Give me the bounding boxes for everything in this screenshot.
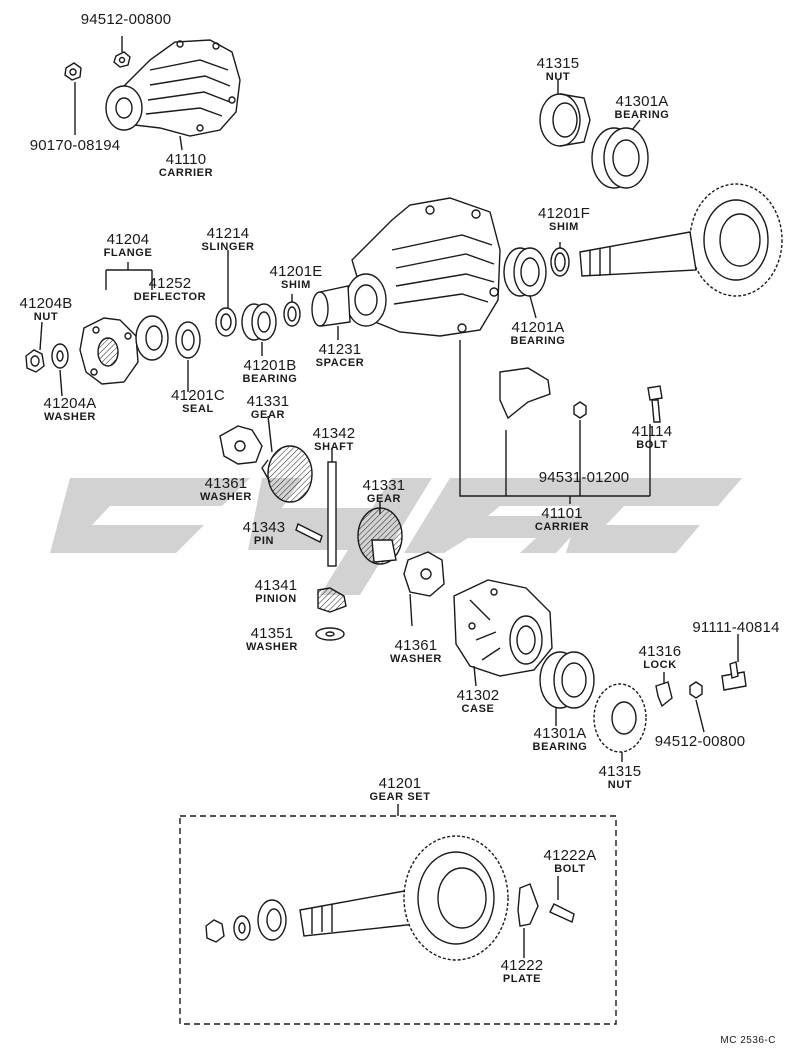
shim-41201F-drawing [550, 247, 570, 277]
nut-90170-08194-drawing [64, 62, 82, 81]
plate-41222-drawing [517, 883, 539, 927]
bearing-41301A-low-drawing [539, 651, 595, 709]
spacer-41231-drawing [311, 285, 351, 327]
shaft-41342-drawing [327, 461, 337, 567]
deflector-41252-drawing [135, 315, 169, 361]
nut-41315-low-drawing [593, 683, 647, 753]
diagram-code: MC 2536-C [720, 1035, 776, 1046]
bearing-41301A-top-drawing [591, 127, 649, 189]
bearing-41201A-drawing [503, 247, 547, 297]
washer-41351-drawing [315, 627, 345, 641]
label-94512-00800-top: 94512-00800 [80, 11, 172, 28]
gear-set-41201-drawing [205, 835, 509, 961]
label-90170-08194: 90170-08194 [29, 137, 121, 154]
nut-94531-01200-drawing [573, 401, 587, 419]
bolt-41222A-drawing [549, 903, 575, 923]
nut-94512-00800-top-drawing [113, 51, 131, 68]
gear-set-box [179, 815, 617, 1025]
washer-41361-low-drawing [403, 551, 445, 597]
bearing-cap-drawing [499, 367, 551, 420]
label-91111-40814: 91111-40814 [692, 619, 780, 636]
nut-41315-top-drawing [539, 93, 591, 147]
seal-41201C-drawing [175, 321, 201, 359]
pinion-41341-drawing [317, 587, 347, 613]
washer-41204A-drawing [51, 343, 69, 369]
lock-41316-drawing [655, 681, 673, 708]
pin-41343-drawing [295, 523, 323, 543]
flange-41204-drawing [79, 317, 139, 385]
shim-41201E-drawing [283, 301, 301, 327]
label-94512-00800-low: 94512-00800 [654, 733, 746, 750]
carrier-41110-drawing [105, 39, 241, 137]
bearing-41201B-drawing [241, 303, 277, 341]
carrier-41101-drawing [345, 197, 501, 337]
ring-gear-top-drawing [579, 183, 783, 297]
slinger-41214-drawing [215, 307, 237, 337]
case-41302-drawing [453, 579, 553, 677]
bolt-41114-drawing [647, 385, 663, 423]
nut-94512-00800-low-drawing [689, 681, 703, 699]
watermark-logo [50, 478, 742, 595]
washer-41361-top-drawing [219, 425, 263, 465]
bolt-91111-40814-drawing [721, 661, 747, 691]
gear-41331-mid-drawing [357, 507, 403, 565]
nut-41204B-drawing [25, 349, 45, 373]
label-94531-01200: 94531-01200 [538, 469, 630, 486]
gear-41331-top-drawing [261, 445, 313, 503]
